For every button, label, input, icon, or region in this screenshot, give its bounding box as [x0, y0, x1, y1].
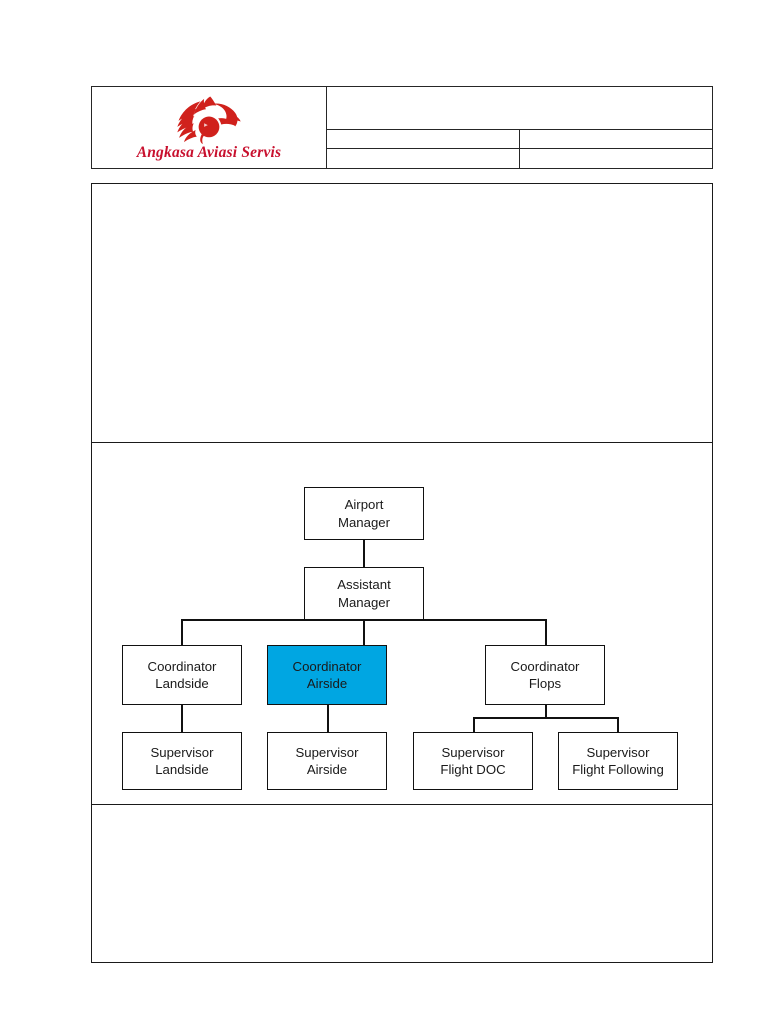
edge-to-coordinator-airside [363, 619, 365, 645]
header-row1-right-cell[interactable] [519, 128, 713, 150]
header-title-cell[interactable] [326, 86, 713, 130]
edge-coordflops-stem [545, 704, 547, 717]
edge-coordairside-to-supairside [327, 704, 329, 732]
edge-to-supervisor-flight-following [617, 717, 619, 732]
edge-to-coordinator-landside [181, 619, 183, 645]
edge-flops-bus [473, 717, 618, 719]
edge-to-coordinator-flops [545, 619, 547, 645]
edge-to-supervisor-flight-doc [473, 717, 475, 732]
logo-cell: Angkasa Aviasi Servis [91, 86, 327, 169]
org-chart: Airport Manager Assistant Manager Coordi… [92, 443, 712, 804]
header-row2-left-cell[interactable] [326, 148, 520, 169]
node-coordinator-flops[interactable]: Coordinator Flops [485, 645, 605, 705]
node-supervisor-flight-following[interactable]: Supervisor Flight Following [558, 732, 678, 790]
document-header-table: Angkasa Aviasi Servis [91, 86, 713, 169]
node-supervisor-airside[interactable]: Supervisor Airside [267, 732, 387, 790]
node-assistant-manager[interactable]: Assistant Manager [304, 567, 424, 620]
top-blank-section[interactable] [91, 183, 713, 443]
org-chart-section: Airport Manager Assistant Manager Coordi… [91, 443, 713, 805]
company-name: Angkasa Aviasi Servis [136, 144, 282, 162]
header-row2-right-cell[interactable] [519, 148, 713, 169]
document-page: Angkasa Aviasi Servis [91, 86, 713, 963]
lion-head-logo-icon [177, 96, 241, 145]
header-row1-left-cell[interactable] [326, 128, 520, 150]
node-supervisor-landside[interactable]: Supervisor Landside [122, 732, 242, 790]
bottom-blank-section[interactable] [91, 805, 713, 963]
edge-coordlandside-to-suplandside [181, 704, 183, 732]
node-airport-manager[interactable]: Airport Manager [304, 487, 424, 540]
edge-airport-to-assistant [363, 539, 365, 576]
node-coordinator-landside[interactable]: Coordinator Landside [122, 645, 242, 705]
node-supervisor-flight-doc[interactable]: Supervisor Flight DOC [413, 732, 533, 790]
node-coordinator-airside[interactable]: Coordinator Airside [267, 645, 387, 705]
